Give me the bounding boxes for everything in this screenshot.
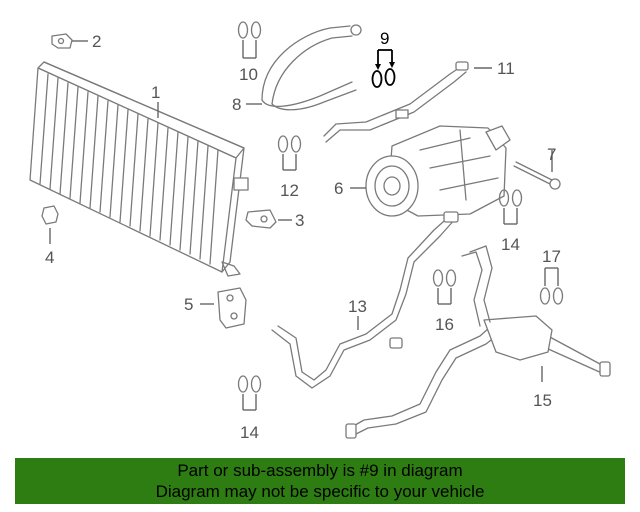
callout-9: 9 <box>380 29 389 48</box>
o-ring-set-part-10[interactable] <box>237 21 262 39</box>
callout-15: 15 <box>533 391 552 410</box>
hose-part-11[interactable] <box>323 61 469 143</box>
callout-12: 12 <box>280 181 299 200</box>
callout-1: 1 <box>151 83 160 102</box>
leader-12 <box>282 154 297 171</box>
part-note-line: Part or sub-assembly is #9 in diagram <box>177 461 463 480</box>
callout-3: 3 <box>295 211 304 230</box>
hose-assembly-part-15[interactable] <box>345 245 611 439</box>
compressor-part-6[interactable] <box>365 125 511 217</box>
bolt-part-7[interactable] <box>513 161 561 190</box>
condenser-part-1[interactable] <box>29 61 249 277</box>
parts-diagram: 1 2 3 4 5 6 7 <box>29 21 611 442</box>
bracket-part-5[interactable] <box>217 287 247 329</box>
callout-14-upper: 14 <box>501 235 520 254</box>
o-ring-set-part-12[interactable] <box>277 135 302 153</box>
callout-13: 13 <box>348 297 367 316</box>
callout-5: 5 <box>184 295 193 314</box>
leader-17 <box>544 267 559 286</box>
clip-part-4[interactable] <box>41 205 59 225</box>
callout-4: 4 <box>45 248 54 267</box>
callout-6: 6 <box>334 179 343 198</box>
leader-14-upper <box>503 208 518 225</box>
callout-17: 17 <box>542 247 561 266</box>
callout-8: 8 <box>232 95 241 114</box>
hose-part-13[interactable] <box>271 211 459 389</box>
diagram-note-banner: Part or sub-assembly is #9 in diagram Di… <box>15 458 625 504</box>
bracket-part-3[interactable] <box>245 209 277 229</box>
callout-11: 11 <box>497 59 515 78</box>
o-ring-set-part-16[interactable] <box>432 269 457 287</box>
leader-14-lower <box>242 394 257 411</box>
leader-10 <box>242 40 257 59</box>
hose-part-8[interactable] <box>261 24 362 111</box>
callout-14-lower: 14 <box>240 423 259 442</box>
leader-9 <box>375 49 395 70</box>
leader-16 <box>437 288 452 305</box>
o-ring-set-part-17[interactable] <box>539 287 564 305</box>
callout-2: 2 <box>92 32 101 51</box>
o-ring-set-part-14-upper[interactable] <box>498 189 523 207</box>
o-ring-set-part-14-lower[interactable] <box>237 375 262 393</box>
callout-7: 7 <box>547 145 556 164</box>
disclaimer-line: Diagram may not be specific to your vehi… <box>155 482 485 501</box>
bracket-part-2[interactable] <box>51 33 73 49</box>
callout-16: 16 <box>435 315 454 334</box>
callout-10: 10 <box>239 65 258 84</box>
o-ring-set-part-9[interactable] <box>371 68 396 88</box>
